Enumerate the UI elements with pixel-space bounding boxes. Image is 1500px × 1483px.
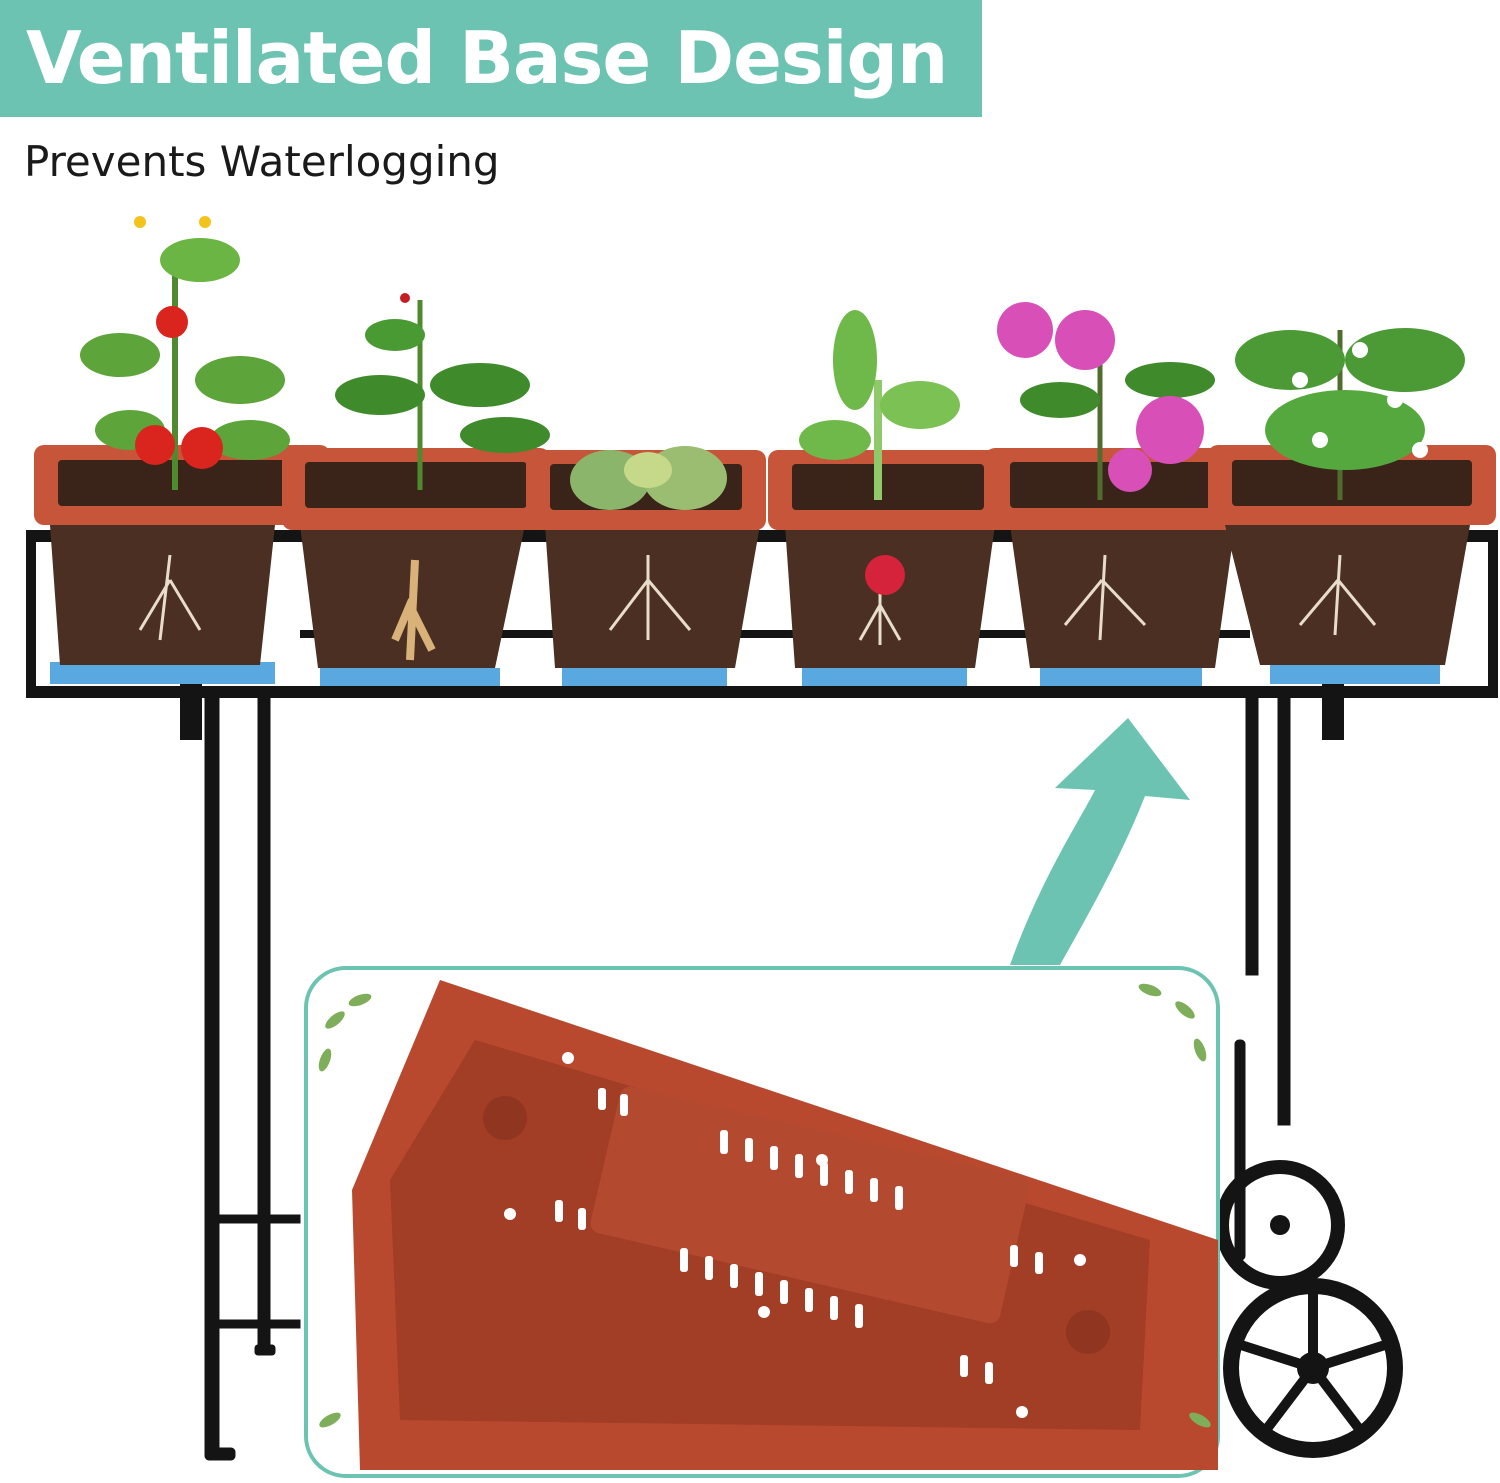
stand-frame xyxy=(204,694,1291,1461)
subheadline: Prevents Waterlogging xyxy=(24,137,500,186)
plant-tomato xyxy=(80,216,290,490)
planter-4 xyxy=(768,450,1008,686)
plant-succulent xyxy=(570,446,727,510)
back-right-leg xyxy=(1245,694,1259,976)
front-left-leg xyxy=(204,694,220,1456)
plant-lettuce xyxy=(799,310,960,500)
planter-row xyxy=(34,445,1496,686)
tomato-fruit xyxy=(156,306,188,338)
radish-root xyxy=(865,555,905,595)
arrow-up-icon xyxy=(1010,718,1190,965)
left-foot xyxy=(204,1447,236,1461)
front-right-leg xyxy=(1277,694,1291,1126)
back-foot xyxy=(254,1344,276,1356)
decorative-vines xyxy=(318,983,1211,1428)
back-left-leg xyxy=(257,694,271,1356)
closeup-panel xyxy=(304,966,1220,1478)
planter-1 xyxy=(34,445,330,684)
plant-ginseng xyxy=(335,293,550,490)
left-crossbar xyxy=(219,1214,301,1224)
wheel-icon xyxy=(1215,1160,1403,1458)
planter-base-closeup xyxy=(352,980,1218,1470)
left-lower-crossbar xyxy=(219,1319,301,1329)
planter-6 xyxy=(1208,445,1496,684)
roots xyxy=(138,554,1377,661)
plant-azalea xyxy=(997,302,1215,500)
plant-jasmine xyxy=(1235,328,1465,500)
cart-handle xyxy=(1234,1039,1246,1261)
drainage-holes xyxy=(504,1052,1086,1418)
headline: Ventilated Base Design xyxy=(26,16,948,100)
title-banner: Ventilated Base Design xyxy=(0,0,982,117)
planter-5 xyxy=(985,448,1247,686)
